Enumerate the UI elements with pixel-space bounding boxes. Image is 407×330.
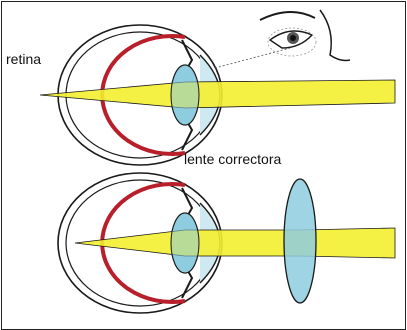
top-eye-diagram [40,25,395,165]
top-sight-line [215,48,290,68]
corrective-lens [284,179,316,303]
bottom-eye-diagram [58,173,395,313]
retina-label: retina [6,51,41,67]
corrective-lens-label: lente correctora [184,151,281,167]
observer-eye-icon [260,10,350,60]
